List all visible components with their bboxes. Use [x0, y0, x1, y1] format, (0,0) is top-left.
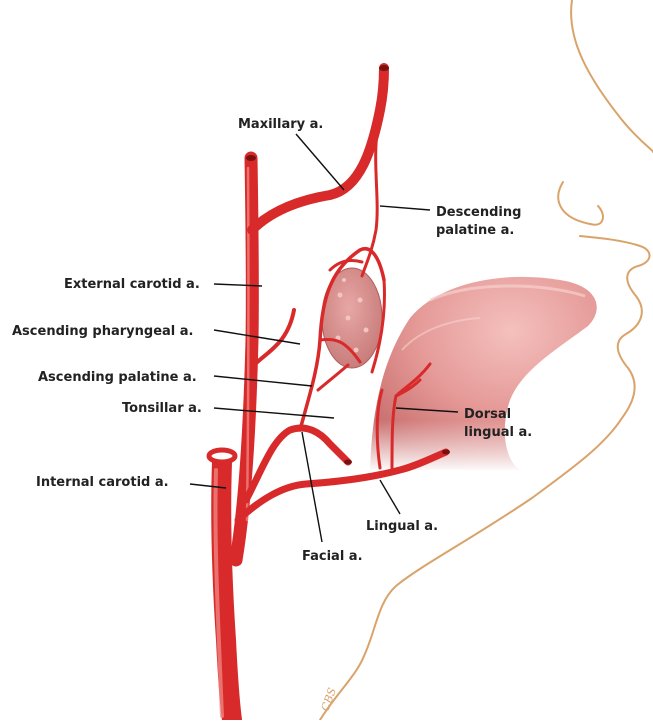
label-internal-carotid: Internal carotid a. [36, 475, 169, 490]
artist-signature: CBS [319, 686, 340, 713]
label-lingual: Lingual a. [366, 519, 438, 534]
label-dorsal-lingual-line1: Dorsal [464, 407, 511, 422]
label-maxillary: Maxillary a. [238, 117, 323, 132]
leader-lingual [380, 480, 400, 514]
lingual-artery [238, 452, 446, 520]
internal-carotid-opening [209, 450, 235, 462]
svg-text:CBS: CBS [319, 686, 340, 713]
leader-maxillary [296, 134, 344, 190]
label-facial: Facial a. [302, 549, 363, 564]
leader-ascending-palatine [214, 376, 312, 386]
label-ascending-palatine: Ascending palatine a. [38, 370, 197, 385]
facial-artery [246, 428, 348, 500]
label-dorsal-lingual-line2: lingual a. [464, 425, 532, 440]
common-carotid-artery [221, 462, 232, 720]
leader-tonsillar [214, 408, 334, 418]
label-descending-palatine-line1: Descending [436, 205, 521, 220]
label-external-carotid: External carotid a. [64, 277, 200, 292]
label-tonsillar: Tonsillar a. [122, 401, 202, 416]
label-descending-palatine-line2: palatine a. [436, 223, 514, 238]
maxillary-artery [252, 68, 384, 230]
label-ascending-pharyngeal: Ascending pharyngeal a. [12, 324, 194, 339]
leader-descending-palatine [380, 206, 430, 210]
tongue [365, 277, 597, 472]
